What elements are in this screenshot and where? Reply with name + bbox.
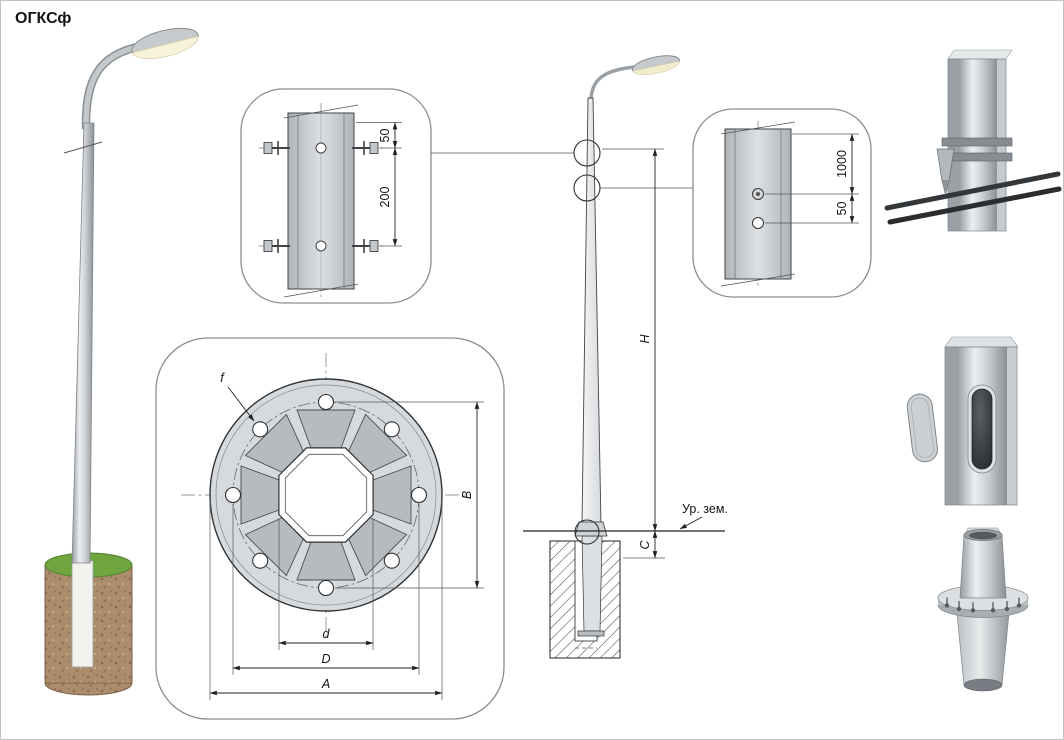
pole-elevation-drawing: H C Ур. зем. <box>431 55 728 659</box>
bolt-hole <box>224 486 242 504</box>
pole-shaft <box>71 122 95 564</box>
dim-label-50: 50 <box>378 129 392 143</box>
break-mark <box>720 121 796 135</box>
hole <box>315 240 327 252</box>
callout-circle-lower <box>573 174 601 202</box>
dim-label-D: D <box>321 652 330 666</box>
bolt-hole <box>410 486 428 504</box>
hole <box>315 142 327 154</box>
handhole-3d-render <box>906 336 1019 506</box>
dim-label-A: A <box>321 677 330 691</box>
anchor-studs <box>944 597 1022 613</box>
handhole-cover-plate <box>906 393 938 463</box>
ground-level-label: Ур. зем. <box>682 502 728 516</box>
hole <box>752 217 764 229</box>
column-body <box>944 346 1018 506</box>
ground-level-leader <box>679 516 703 530</box>
lamp-head <box>131 27 199 59</box>
bolt-holes <box>224 393 428 597</box>
dim-label-1000: 1000 <box>835 150 849 178</box>
detail-box-flange-plan: f B d D A <box>155 337 505 720</box>
dim-label-f: f <box>220 371 225 385</box>
foundation-section <box>549 535 621 659</box>
break-mark <box>283 104 359 119</box>
clamp-band <box>941 137 1013 147</box>
wire-rod <box>887 186 1062 225</box>
f-leader <box>227 386 255 422</box>
callout-circle-base <box>574 519 600 545</box>
dim-label-50: 50 <box>835 202 849 216</box>
handhole-opening <box>971 388 993 470</box>
callout-circle-upper <box>573 139 601 167</box>
pole-outline <box>581 97 602 526</box>
column-top-face <box>947 49 1013 60</box>
dim-label-C: C <box>638 540 652 550</box>
break-mark <box>720 273 796 287</box>
dim-label-d: d <box>323 627 331 641</box>
break-mark <box>283 283 359 298</box>
column-top-face <box>944 336 1019 348</box>
pipe-stub <box>959 534 1007 599</box>
embedded-pole <box>581 535 603 632</box>
clamp-3d-render <box>884 49 1062 232</box>
page-title: ОГКСф <box>15 10 71 27</box>
lamp-head <box>632 55 680 76</box>
break-mark <box>63 141 103 154</box>
wedge-cone <box>941 180 950 196</box>
pole-3d-render <box>44 27 199 696</box>
dim-label-B: B <box>460 491 474 499</box>
bolt-hole <box>317 579 335 597</box>
gussets <box>240 409 412 581</box>
wire-rod <box>884 171 1061 211</box>
bolt-hole <box>383 552 400 569</box>
center-octagon-inner <box>284 453 368 537</box>
lamp-arm <box>589 65 636 100</box>
bolt-hole <box>383 421 400 438</box>
embedded-pole-sleeve <box>71 560 94 668</box>
dim-label-H: H <box>638 334 652 344</box>
dim-label-200: 200 <box>378 187 392 208</box>
column-section <box>724 128 792 280</box>
anchor-insert-3d-render <box>937 527 1029 692</box>
pole-bottom-plate <box>577 630 605 637</box>
detail-box-upper-section: 1000 50 <box>692 108 872 298</box>
bolt-hole <box>252 552 269 569</box>
bolt-hole <box>317 393 335 411</box>
base-flange <box>574 521 608 537</box>
bolt-hole <box>252 421 269 438</box>
pipe-opening <box>969 531 997 540</box>
detail-box-bolt-section: 50 200 <box>240 88 432 304</box>
